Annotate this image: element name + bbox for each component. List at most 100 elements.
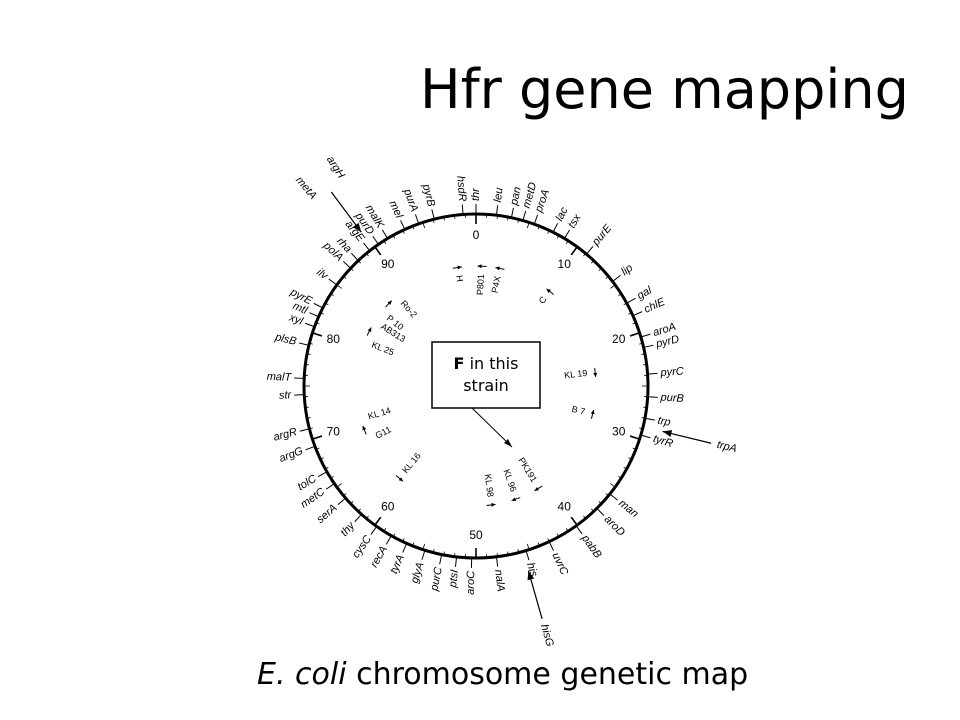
- caption-text: chromosome genetic map: [346, 657, 749, 692]
- gene-label: xyl: [287, 311, 305, 327]
- outer-arrow-head: [353, 222, 362, 233]
- gene-tick: [363, 242, 371, 252]
- scale-number: 40: [558, 500, 572, 514]
- gene-tick: [495, 556, 499, 567]
- gene-tick: [522, 210, 527, 221]
- hfr-strain-label: H: [454, 275, 465, 283]
- gene-label: leu: [492, 187, 506, 203]
- gene-label: hsdR: [454, 175, 468, 202]
- hfr-arrow-head: [457, 265, 462, 270]
- gene-label: str: [279, 389, 293, 402]
- gene-label: pyrC: [659, 365, 684, 379]
- gene-tick: [461, 204, 464, 215]
- f-strain-pointer-head: [504, 439, 512, 447]
- minute-tick: [374, 516, 382, 526]
- gene-label: aroD: [602, 513, 627, 538]
- hfr-arrow-head: [546, 288, 551, 293]
- hfr-strain-label: Ro-2: [399, 298, 419, 319]
- gene-label: ptsI: [447, 569, 461, 589]
- gene-tick: [454, 556, 458, 567]
- scale-number: 10: [558, 257, 572, 271]
- scale-number: 30: [612, 425, 626, 439]
- hfr-strain-label: KL 19: [564, 368, 588, 381]
- caption-species: E. coli: [257, 657, 347, 692]
- hfr-strain-label: G11: [374, 424, 393, 440]
- gene-tick: [351, 252, 359, 261]
- gene-tick: [525, 550, 530, 561]
- gene-tick: [342, 261, 351, 269]
- outer-arrow-head: [527, 570, 535, 581]
- gene-tick: [337, 497, 346, 506]
- gene-tick: [586, 246, 594, 255]
- gene-label: mel: [387, 199, 406, 221]
- f-strain-box: [431, 341, 541, 409]
- hfr-arrow-head: [511, 497, 517, 502]
- gene-label: trp: [657, 415, 672, 429]
- gene-label: glyA: [409, 561, 427, 585]
- gene-tick: [510, 207, 514, 218]
- gene-tick: [381, 229, 388, 239]
- gene-tick: [304, 322, 315, 328]
- scale-number: 50: [469, 528, 483, 542]
- scale-number: 60: [381, 500, 395, 514]
- gene-tick: [647, 396, 658, 398]
- hfr-strain-label: KL 25: [370, 340, 395, 358]
- hfr-arrow-head: [398, 477, 403, 482]
- gene-tick: [431, 209, 435, 220]
- hfr-arrow-head: [495, 266, 500, 271]
- gene-tick: [309, 312, 319, 318]
- gene-label: argR: [272, 426, 298, 444]
- gene-tick: [609, 493, 618, 501]
- gene-label: purE: [589, 222, 614, 249]
- hfr-strain-label: C: [537, 294, 549, 306]
- outer-marker-label: trpA: [716, 439, 738, 455]
- outer-marker-label: metA: [293, 174, 319, 201]
- minute-tick: [570, 246, 578, 256]
- gene-tick: [385, 535, 392, 545]
- gene-tick: [325, 483, 335, 490]
- gene-label: thr: [470, 187, 482, 201]
- gene-label: pabB: [578, 532, 603, 561]
- gene-label: purB: [659, 391, 684, 404]
- outer-marker-label: argH: [324, 154, 347, 181]
- gene-tick: [643, 344, 654, 348]
- gene-label: serA: [315, 502, 340, 526]
- gene-tick: [548, 541, 554, 551]
- gene-tick: [626, 297, 636, 304]
- hfr-arrow-head: [362, 425, 367, 431]
- gene-tick: [305, 445, 316, 451]
- gene-label: pyrD: [654, 333, 680, 350]
- gene-tick: [299, 342, 309, 346]
- gene-label: purC: [428, 566, 445, 593]
- hfr-strain-label: KL 14: [367, 405, 392, 421]
- gene-tick: [370, 526, 378, 535]
- gene-tick: [328, 278, 338, 286]
- gene-tick: [612, 274, 621, 282]
- gene-label: malT: [267, 371, 293, 384]
- hfr-arrow-head: [491, 502, 496, 507]
- hfr-strain-label: KL 16: [400, 451, 422, 475]
- gene-tick: [354, 513, 362, 523]
- scale-number: 0: [473, 228, 480, 242]
- gene-label: nalA: [492, 569, 507, 592]
- gene-label: lip: [619, 262, 635, 278]
- hfr-strain-label: B 7: [571, 404, 586, 417]
- gene-tick: [495, 205, 499, 216]
- gene-label: cysC: [350, 533, 374, 560]
- minute-tick: [312, 332, 323, 337]
- gene-label: pan: [508, 186, 524, 207]
- hfr-arrow-head: [477, 264, 482, 269]
- gene-label: man: [616, 497, 640, 520]
- gene-tick: [372, 235, 379, 245]
- minute-tick: [629, 332, 640, 337]
- hfr-strain-label: P801: [475, 274, 486, 296]
- gene-tick: [632, 311, 643, 317]
- gene-tick: [596, 508, 605, 516]
- scale-number: 20: [612, 332, 626, 346]
- minute-tick: [629, 435, 640, 440]
- gene-tick: [402, 543, 408, 553]
- hfr-arrow-head: [590, 410, 595, 415]
- gene-label: plsB: [273, 331, 298, 348]
- gene-tick: [533, 214, 539, 225]
